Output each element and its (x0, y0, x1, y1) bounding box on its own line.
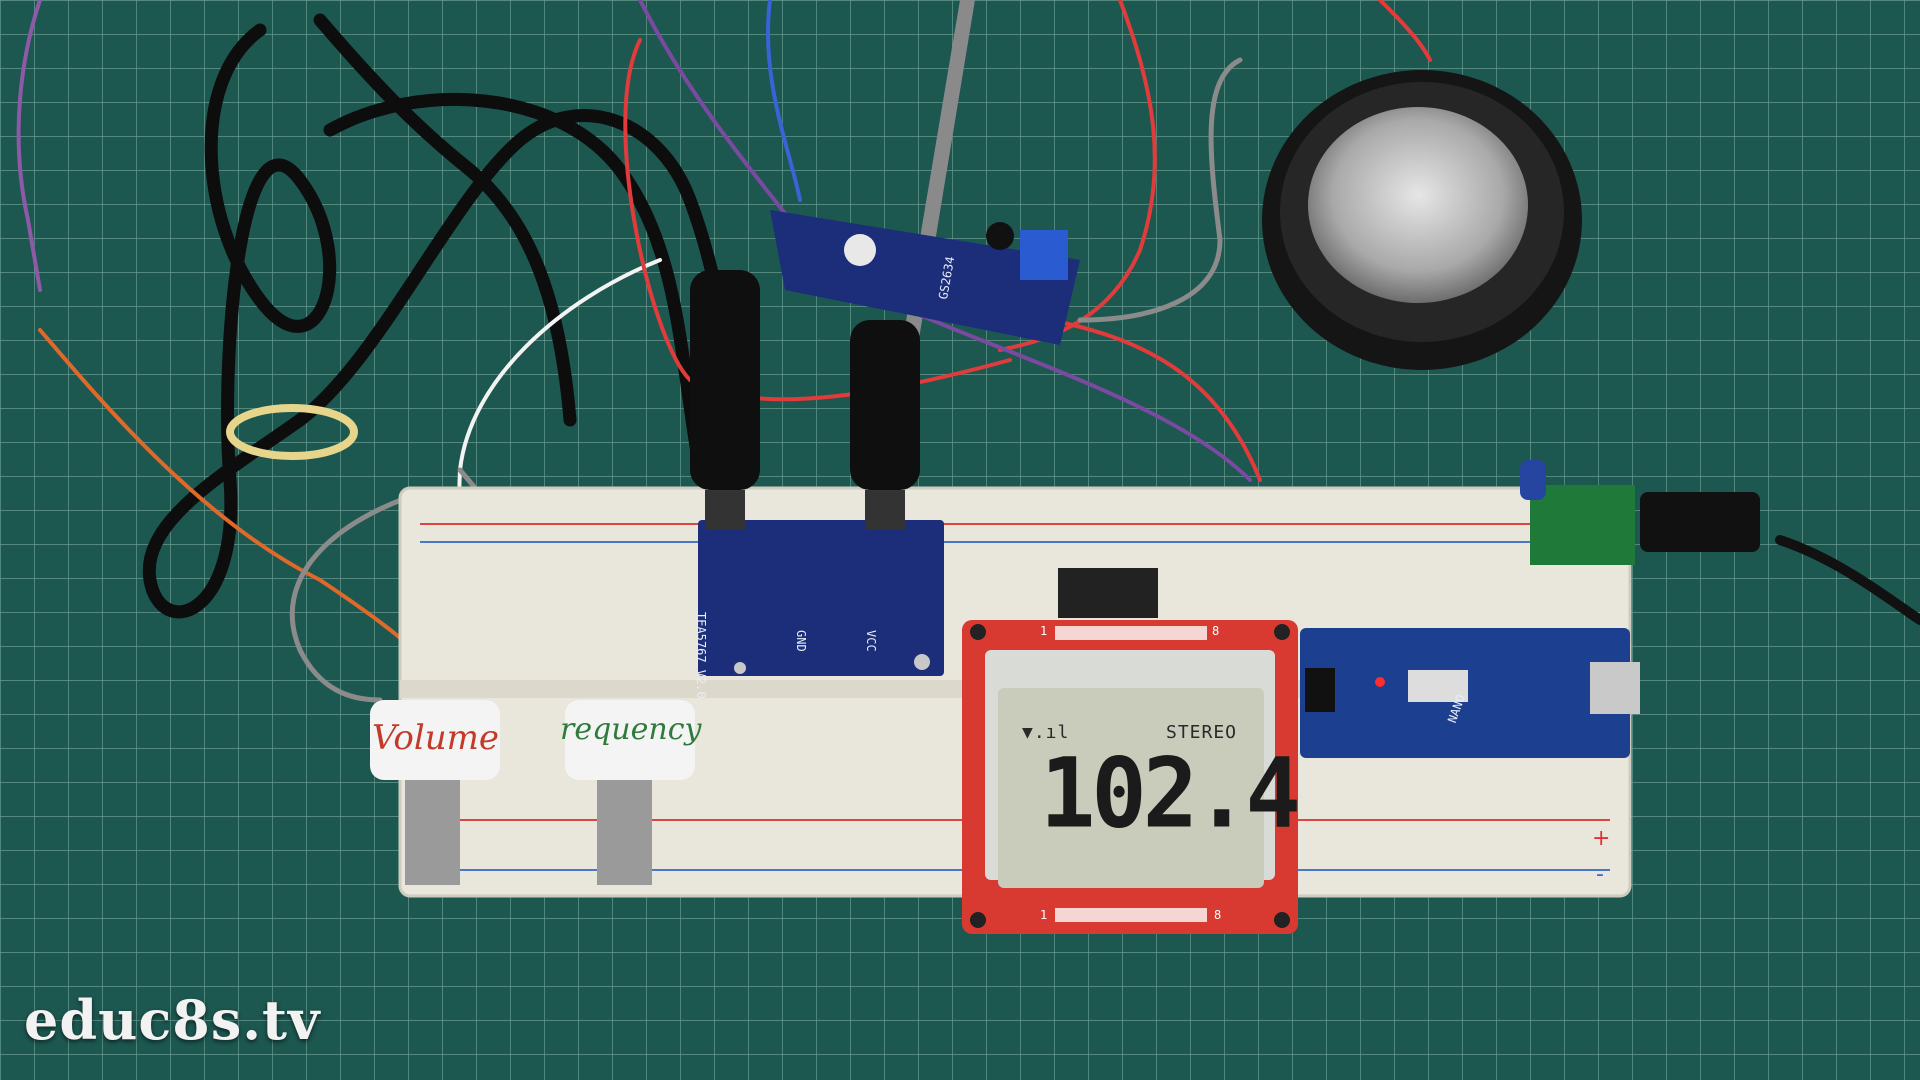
tea5767-module (698, 520, 944, 676)
audio-jacks (690, 270, 920, 530)
lcd-signal-indicator: ▼.ıl (1022, 722, 1070, 743)
breadboard-plus-sign: + (1592, 826, 1611, 851)
speaker (1262, 70, 1582, 370)
rubber-band (226, 404, 358, 460)
tea5767-pin-gnd: GND (794, 630, 808, 652)
header-connector (1058, 568, 1158, 618)
nokia-5110-lcd (962, 620, 1298, 934)
frequency-knob-label: requency (560, 712, 702, 747)
amplifier-module (770, 210, 1080, 345)
lcd-pin-label-bottom-left: 1 (1040, 908, 1048, 922)
watermark-logo: educ8s.tv (24, 988, 321, 1052)
arduino-nano (1300, 628, 1640, 758)
tea5767-pin-vcc: VCC (864, 630, 878, 652)
potentiometers (370, 700, 695, 885)
volume-knob-label: Volume (372, 718, 500, 758)
lcd-frequency-readout: 102.4 (1040, 737, 1301, 850)
lcd-pin-label-bottom-right: 8 (1214, 908, 1222, 922)
lcd-pin-label-top-left: 1 (1040, 624, 1048, 638)
tea5767-label: TEA5767 V2.0 (694, 612, 708, 699)
lcd-stereo-indicator: STEREO (1166, 722, 1238, 743)
lcd-pin-label-top-right: 8 (1212, 624, 1220, 638)
breadboard-minus-sign: - (1596, 862, 1604, 887)
power-jack-module (1520, 460, 1760, 565)
